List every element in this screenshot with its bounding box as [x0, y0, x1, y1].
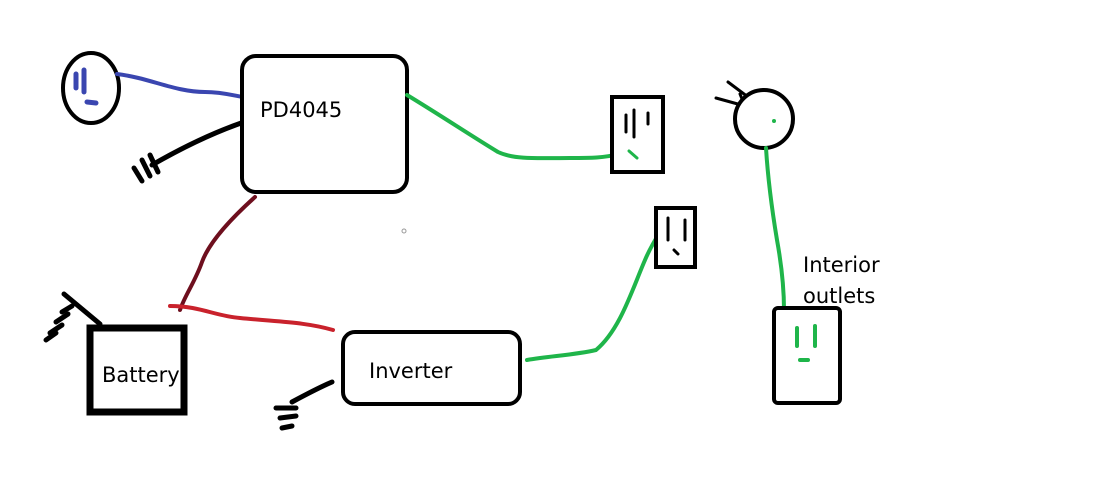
stray-mark: [401, 228, 407, 234]
outlet-icon: [654, 206, 697, 269]
battery-ground-icon: [43, 291, 103, 343]
pd4045-label: PD4045: [260, 98, 342, 122]
dc-positive-wire: [178, 195, 257, 312]
pd4045-box: [240, 54, 409, 194]
battery-box: [86, 324, 188, 416]
interior-outlet-icon: [772, 306, 842, 405]
inverter-ground-wire: [289, 379, 335, 405]
shore-plug-icon: [61, 51, 121, 125]
ac-wire-3: [764, 146, 786, 312]
battery-inverter-wire: [168, 304, 335, 332]
ground-symbol-icon: [131, 152, 161, 184]
controller-ground-wire: [149, 119, 247, 168]
interior-outlets-line2: outlets: [803, 284, 875, 308]
outlet-icon: [610, 95, 665, 174]
interior-outlets-line1: Interior: [803, 253, 880, 277]
inverter-label: Inverter: [369, 359, 453, 383]
inverter-ground-icon: [273, 405, 299, 431]
interior-outlets-label: Interior outlets: [803, 253, 886, 308]
ac-wire-1: [405, 93, 620, 161]
plug-icon: [714, 80, 795, 150]
inverter-box: [341, 330, 522, 406]
shore-power-wire: [115, 72, 252, 100]
ac-wire-2: [525, 230, 662, 362]
battery-label: Battery: [102, 363, 180, 387]
